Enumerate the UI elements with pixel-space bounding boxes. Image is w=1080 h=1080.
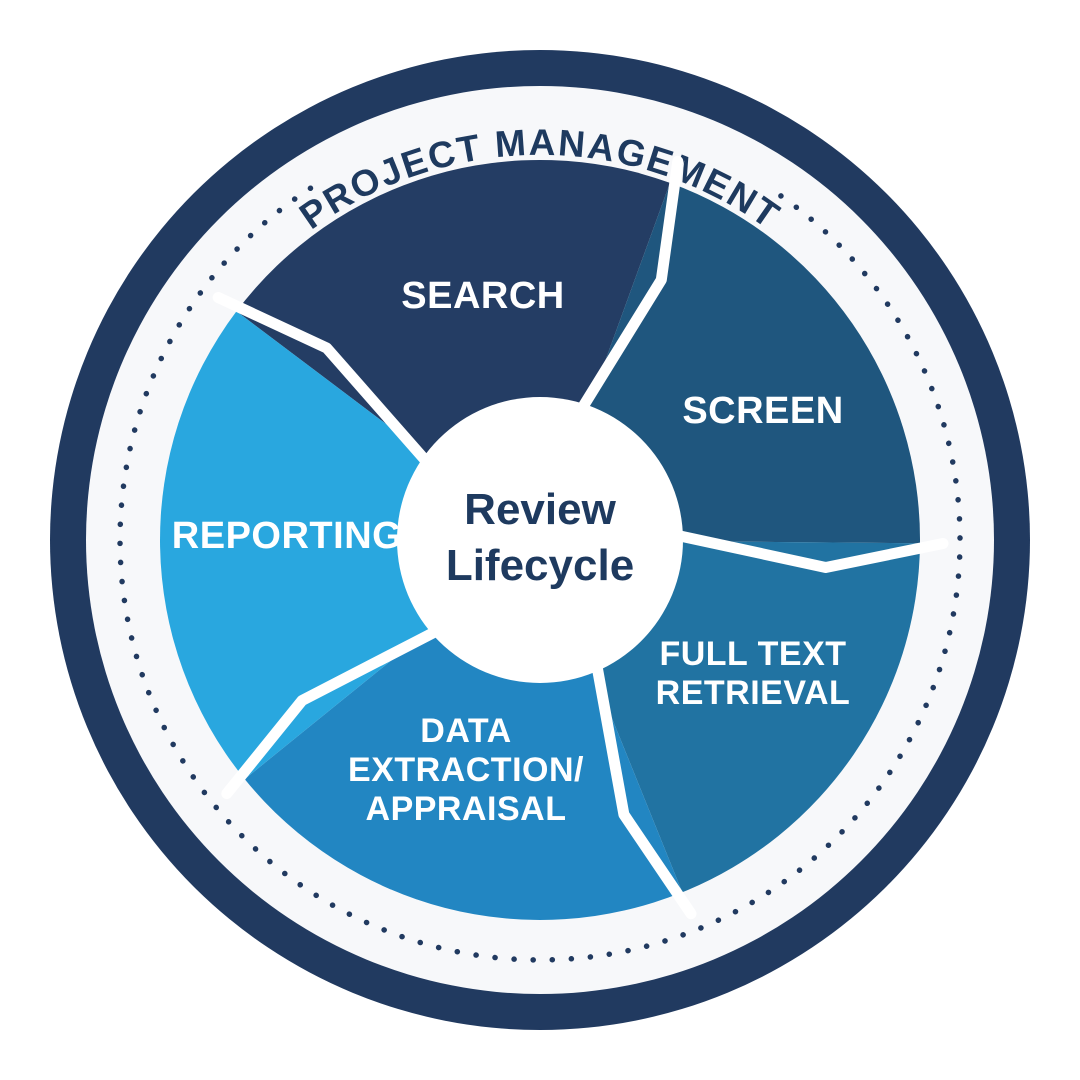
label-data-line2: EXTRACTION/ <box>348 751 584 789</box>
divider-data-reporting <box>221 622 448 800</box>
center-title-line2: Lifecycle <box>446 541 634 590</box>
wedge-dividers <box>212 155 949 920</box>
divider-search-screen <box>573 155 684 420</box>
center-circle <box>397 397 683 683</box>
wedge-reporting <box>160 311 541 780</box>
label-screen: SCREEN <box>682 390 843 432</box>
label-fulltext-line1: FULL TEXT <box>659 635 846 673</box>
label-search: SEARCH <box>401 275 564 317</box>
label-fulltext-line2: RETRIEVAL <box>656 674 851 712</box>
label-data-line1: DATA <box>420 712 511 750</box>
wedge-labels: SEARCH SCREEN FULL TEXT RETRIEVAL DATA E… <box>172 275 851 828</box>
divider-reporting-search <box>212 292 437 472</box>
label-data-line3: APPRAISAL <box>366 790 567 828</box>
dotted-circle <box>117 184 963 963</box>
center-title-line1: Review <box>464 485 616 534</box>
divider-fulltext-data <box>590 654 697 920</box>
divider-screen-fulltext <box>666 528 949 573</box>
label-reporting: REPORTING <box>172 515 402 557</box>
